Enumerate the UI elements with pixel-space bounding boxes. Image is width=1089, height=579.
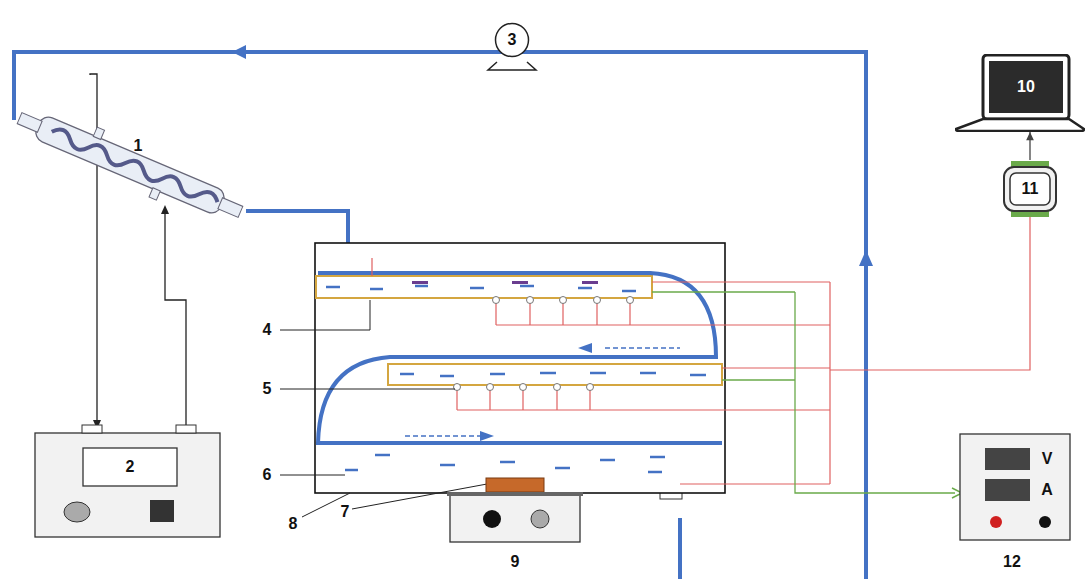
power-supply: VA (960, 434, 1070, 540)
node-text: 10 (1017, 79, 1035, 95)
pump-base (488, 62, 536, 70)
hotplate (450, 494, 580, 542)
signal-arrow (1026, 132, 1034, 160)
chiller-body (35, 433, 220, 537)
callout-number: 4 (263, 322, 272, 338)
heater (486, 478, 544, 492)
knob (483, 510, 501, 528)
callout-number: 7 (341, 504, 350, 520)
node-text: 2 (126, 459, 135, 475)
node-text: A (1041, 482, 1053, 498)
callout-number: 1 (134, 138, 143, 154)
laptop: 10 (955, 54, 1085, 132)
terminal (1039, 516, 1051, 528)
node-text: 3 (508, 32, 517, 48)
callout-number: 8 (289, 516, 298, 532)
data-logger: 11 (1001, 160, 1059, 218)
chiller-display: 2 (82, 447, 178, 487)
switch (150, 500, 174, 522)
power-wiring (652, 292, 955, 493)
node-text: 11 (1022, 181, 1039, 197)
heater-strip (412, 281, 598, 284)
arrow-head (161, 205, 169, 214)
callout-number: 6 (263, 467, 272, 483)
port (82, 425, 102, 433)
node-text: V (1042, 451, 1053, 467)
flow-loop (14, 52, 866, 579)
flow-arrow (480, 431, 494, 441)
flow-arrow (859, 250, 873, 266)
flow-arrow (578, 343, 592, 353)
coolant-line (90, 74, 97, 428)
knob (531, 510, 549, 528)
power-supply-body (960, 434, 1070, 540)
node-outline (960, 434, 1070, 540)
leader-line (280, 300, 487, 517)
callout-number: 5 (263, 381, 272, 397)
port (176, 425, 196, 433)
knob (64, 502, 90, 522)
terminal (990, 516, 1002, 528)
pump-circle: 3 (494, 22, 530, 58)
channel-plate (316, 276, 652, 298)
display (985, 448, 1030, 470)
vessel (315, 243, 725, 493)
flow-arrow (232, 45, 246, 59)
condenser (11, 98, 249, 232)
channel-plate (388, 364, 722, 385)
flow-path (318, 273, 722, 443)
thermocouple (454, 297, 634, 391)
coolant-line (165, 208, 186, 428)
hotplate-top (447, 492, 583, 496)
flow-direction (405, 348, 680, 436)
callout-number: 12 (1003, 554, 1021, 570)
display (985, 479, 1030, 501)
fluid-dashes (326, 286, 706, 472)
thermocouple-wiring (372, 217, 1030, 484)
callout-number: 9 (511, 554, 520, 570)
